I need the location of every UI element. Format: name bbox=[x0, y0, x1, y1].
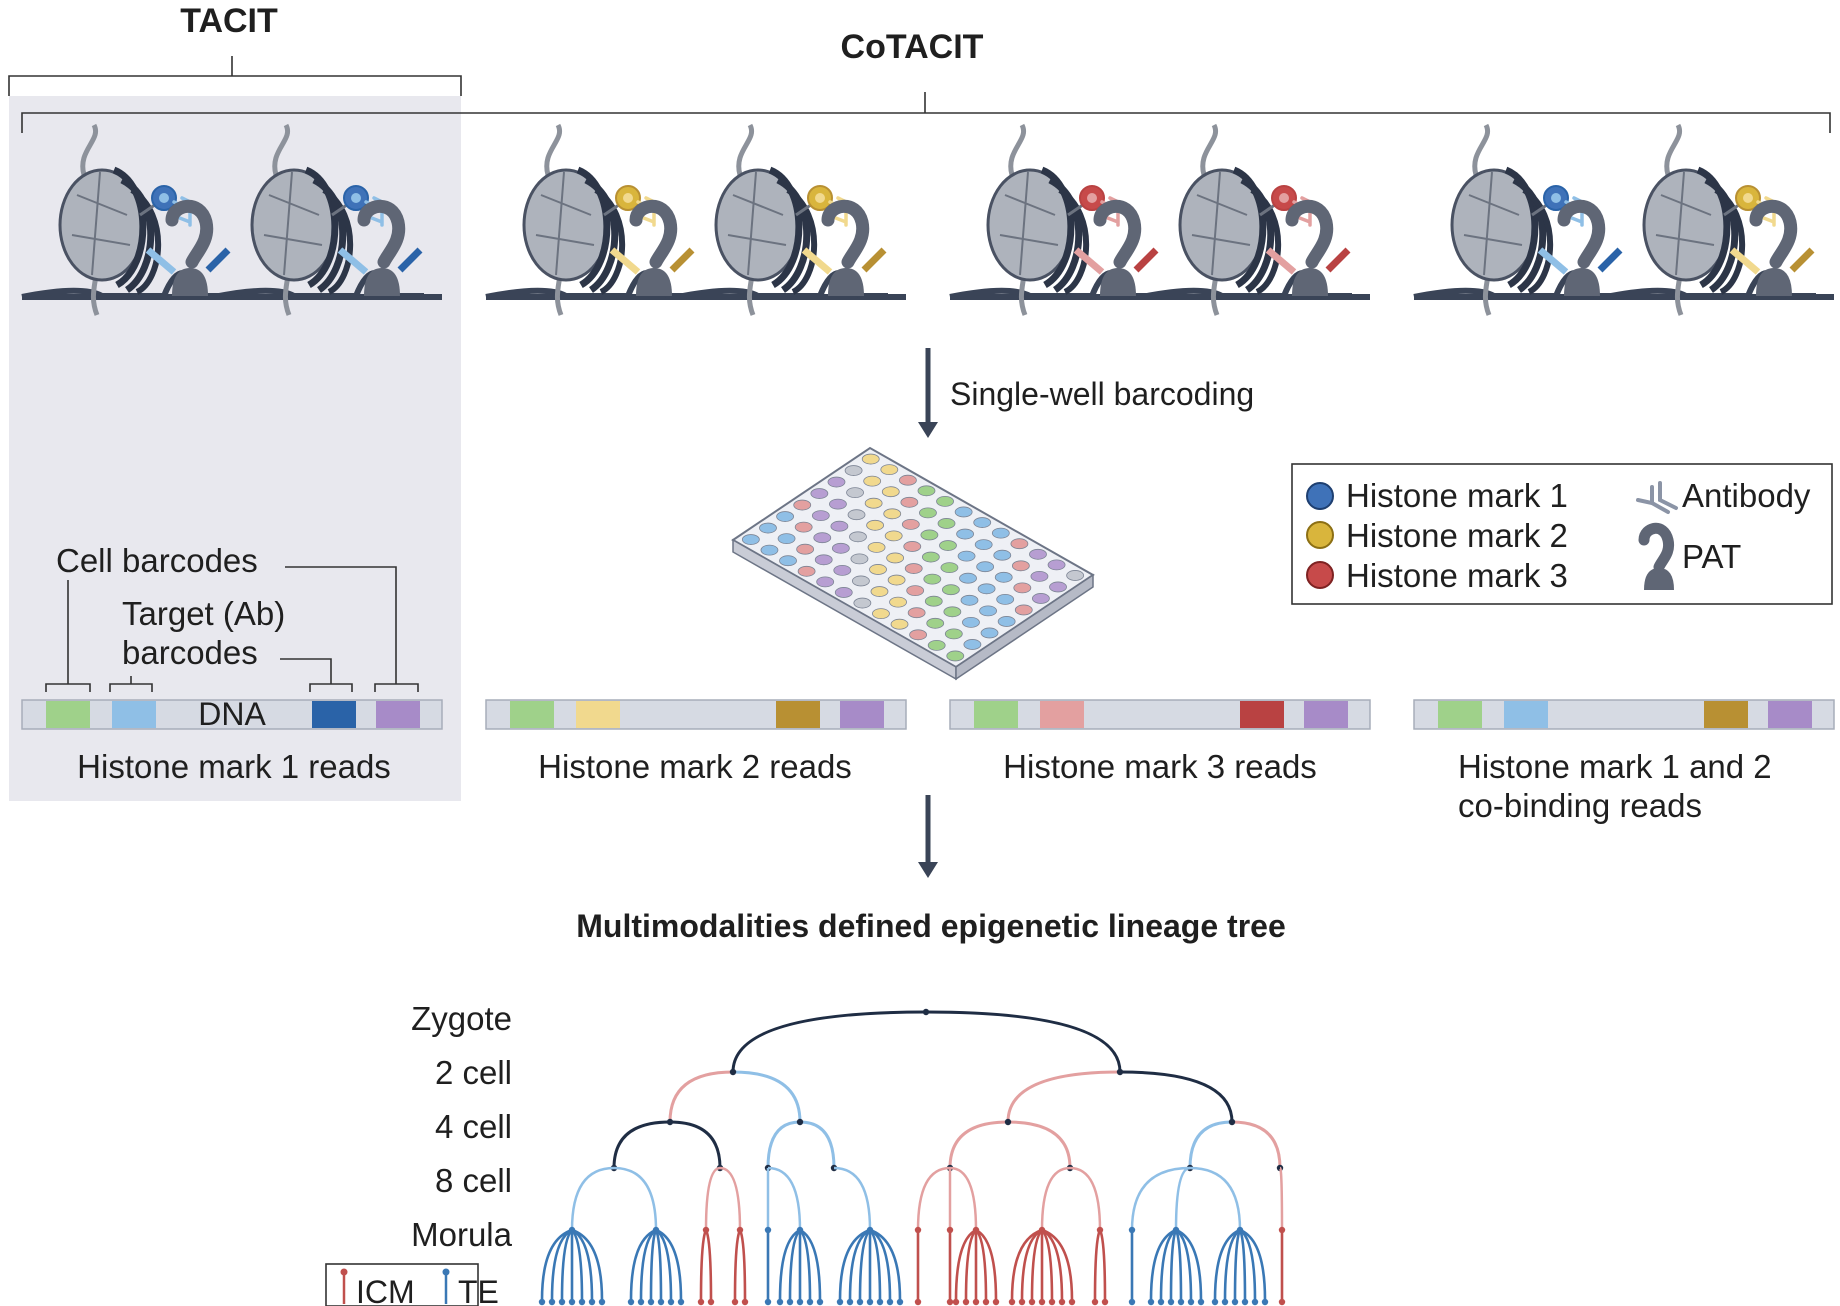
legend: Histone mark 1 Histone mark 2 Histone ma… bbox=[1291, 463, 1833, 605]
nucleosome-icon bbox=[486, 125, 696, 315]
read-bar bbox=[485, 699, 907, 730]
nucleosome-group bbox=[486, 125, 906, 315]
reads1-label: Histone mark 1 reads bbox=[77, 748, 391, 785]
stage-8cell: 8 cell bbox=[435, 1162, 512, 1199]
stage-zygote: Zygote bbox=[411, 1000, 512, 1037]
barcode-brackets bbox=[45, 566, 419, 692]
tree-legend-icm: ICM bbox=[356, 1274, 415, 1306]
cell-barcodes-label: Cell barcodes bbox=[56, 542, 258, 579]
antibody-icon bbox=[1636, 481, 1678, 514]
reads12-label-2: co-binding reads bbox=[1458, 787, 1702, 824]
legend-antibody: Antibody bbox=[1682, 477, 1811, 514]
tacit-title: TACIT bbox=[180, 2, 278, 40]
nucleosome-icon bbox=[22, 125, 232, 315]
arrow-lineage bbox=[918, 795, 938, 878]
target-barcodes-label-1: Target (Ab) bbox=[122, 595, 285, 632]
mark3-icon bbox=[1306, 561, 1334, 589]
reads2-label: Histone mark 2 reads bbox=[538, 748, 852, 785]
cotacit-title: CoTACIT bbox=[841, 28, 984, 66]
lineage-tree-title: Multimodalities defined epigenetic linea… bbox=[576, 908, 1285, 944]
tree-legend: ICM TE bbox=[325, 1263, 499, 1306]
tacit-bracket bbox=[8, 56, 462, 96]
cotacit-bracket bbox=[21, 92, 1831, 133]
legend-mark1: Histone mark 1 bbox=[1346, 477, 1568, 514]
legend-mark2: Histone mark 2 bbox=[1346, 517, 1568, 554]
reads12-label-1: Histone mark 1 and 2 bbox=[1458, 748, 1772, 785]
reads3-label: Histone mark 3 reads bbox=[1003, 748, 1317, 785]
read-bar bbox=[1413, 699, 1835, 730]
stage-morula: Morula bbox=[411, 1216, 513, 1253]
pat-icon bbox=[1638, 522, 1675, 590]
stage-4cell: 4 cell bbox=[435, 1108, 512, 1145]
nucleosome-icon bbox=[678, 125, 888, 315]
nucleosome-group bbox=[950, 125, 1370, 315]
nucleosome-icon bbox=[1606, 125, 1816, 315]
plate-icon bbox=[731, 446, 1095, 681]
mark2-icon bbox=[1306, 521, 1334, 549]
mark1-icon bbox=[1306, 482, 1334, 510]
nucleosome-group bbox=[1414, 125, 1834, 315]
nucleosome-row bbox=[22, 125, 1834, 315]
nucleosome-icon bbox=[1142, 125, 1352, 315]
nucleosome-icon bbox=[950, 125, 1160, 315]
tree-legend-te: TE bbox=[458, 1274, 499, 1306]
legend-mark3: Histone mark 3 bbox=[1346, 557, 1568, 594]
dna-label: DNA bbox=[198, 696, 266, 732]
nucleosome-icon bbox=[214, 125, 424, 315]
read-bars bbox=[21, 699, 1835, 730]
nucleosome-group bbox=[22, 125, 442, 315]
stage-2cell: 2 cell bbox=[435, 1054, 512, 1091]
read-bar bbox=[21, 699, 443, 730]
arrow-barcoding bbox=[918, 348, 938, 438]
step-barcoding-label: Single-well barcoding bbox=[950, 376, 1254, 412]
target-barcodes-label-2: barcodes bbox=[122, 634, 258, 671]
legend-pat: PAT bbox=[1682, 538, 1741, 575]
nucleosome-icon bbox=[1414, 125, 1624, 315]
lineage-tree bbox=[538, 1008, 1286, 1306]
read-bar bbox=[949, 699, 1371, 730]
